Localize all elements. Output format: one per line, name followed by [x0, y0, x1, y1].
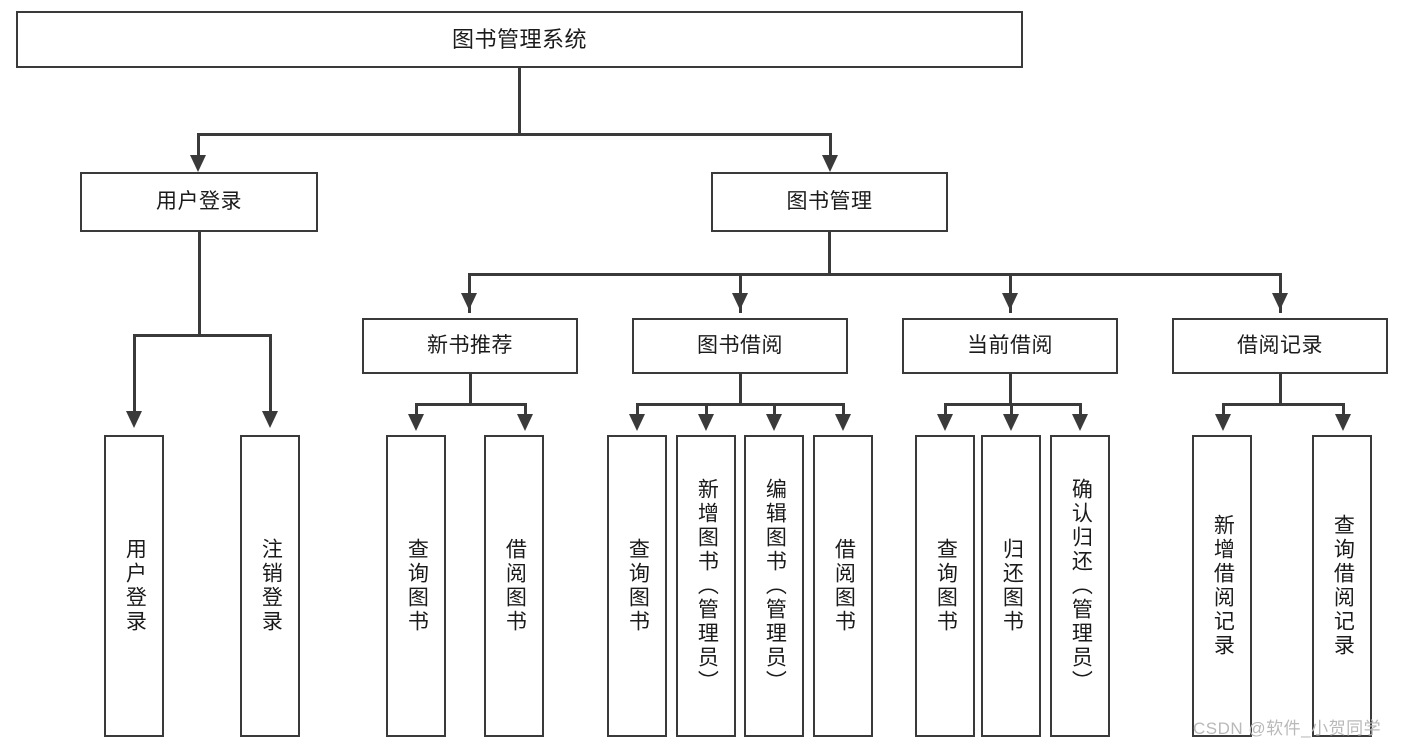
node-label: 新书推荐 — [427, 333, 513, 357]
edge-root-to-user-login — [197, 133, 200, 158]
arrow-bm-to-new-book — [461, 293, 477, 310]
edge-br-bus — [1222, 403, 1344, 406]
node-current-borrow[interactable]: 当前借阅 — [902, 318, 1118, 374]
edge-br-drop-1 — [1222, 403, 1225, 417]
edge-bb-bus — [636, 403, 844, 406]
edge-user-login-stem — [198, 232, 201, 336]
node-label: 图书管理系统 — [451, 26, 587, 52]
node-label: 用户登录 — [156, 189, 242, 213]
edge-root-to-book-management — [829, 133, 832, 158]
node-label: 图书管理 — [786, 189, 873, 213]
edge-cb-stem — [1009, 374, 1012, 405]
arrow-br-leaf-2 — [1335, 414, 1351, 431]
leaf-cb-confirm-return-admin[interactable]: 确认归还（管理员） — [1050, 435, 1110, 737]
node-label: 查询借阅记录 — [1331, 514, 1355, 658]
edge-bb-stem — [739, 374, 742, 405]
arrow-bb-leaf-1 — [629, 414, 645, 431]
arrow-cb-leaf-1 — [937, 414, 953, 431]
edge-nbr-drop-1 — [415, 403, 418, 417]
leaf-bb-borrow-books[interactable]: 借阅图书 — [813, 435, 873, 737]
node-label: 用户登录 — [123, 538, 147, 634]
node-label: 归还图书 — [1000, 538, 1024, 634]
node-label: 确认归还（管理员） — [1069, 478, 1093, 694]
edge-cb-drop-1 — [944, 403, 947, 417]
node-label: 查询图书 — [626, 538, 650, 634]
edge-book-management-bus — [468, 273, 1281, 276]
edge-cb-drop-3 — [1079, 403, 1082, 417]
node-label: 新增借阅记录 — [1211, 514, 1235, 658]
edge-book-management-stem — [828, 232, 831, 275]
edge-user-login-drop-1 — [133, 334, 136, 414]
leaf-br-add-record[interactable]: 新增借阅记录 — [1192, 435, 1252, 737]
node-label: 借阅记录 — [1237, 333, 1323, 357]
arrow-user-login-leaf-2 — [262, 411, 278, 428]
node-label: 当前借阅 — [967, 333, 1053, 357]
arrow-cb-leaf-2 — [1003, 414, 1019, 431]
node-label: 查询图书 — [934, 538, 958, 634]
node-new-book-recommend[interactable]: 新书推荐 — [362, 318, 578, 374]
edge-nbr-bus — [415, 403, 526, 406]
edge-br-drop-2 — [1342, 403, 1345, 417]
edge-br-stem — [1279, 374, 1282, 405]
edge-user-login-drop-2 — [269, 334, 272, 414]
leaf-bb-query-books[interactable]: 查询图书 — [607, 435, 667, 737]
node-label: 新增图书（管理员） — [695, 478, 719, 694]
node-book-borrow[interactable]: 图书借阅 — [632, 318, 848, 374]
node-label: 编辑图书（管理员） — [763, 478, 787, 694]
node-book-management[interactable]: 图书管理 — [711, 172, 948, 232]
arrow-root-to-book-management — [822, 155, 838, 172]
arrow-nbr-leaf-1 — [408, 414, 424, 431]
leaf-bb-edit-book-admin[interactable]: 编辑图书（管理员） — [744, 435, 804, 737]
node-label: 借阅图书 — [503, 538, 527, 634]
arrow-br-leaf-1 — [1215, 414, 1231, 431]
csdn-watermark: CSDN @软件_小贺同学 — [1193, 719, 1382, 738]
node-user-login[interactable]: 用户登录 — [80, 172, 318, 232]
edge-user-login-bus — [133, 334, 271, 337]
leaf-logout[interactable]: 注销登录 — [240, 435, 300, 737]
arrow-bb-leaf-3 — [766, 414, 782, 431]
edge-nbr-drop-2 — [524, 403, 527, 417]
arrow-bm-to-current-borrow — [1002, 293, 1018, 310]
node-book-management-system[interactable]: 图书管理系统 — [16, 11, 1023, 68]
edge-bb-drop-3 — [773, 403, 776, 417]
node-label: 查询图书 — [405, 538, 429, 634]
edge-bb-drop-4 — [842, 403, 845, 417]
arrow-cb-leaf-3 — [1072, 414, 1088, 431]
arrow-nbr-leaf-2 — [517, 414, 533, 431]
node-borrow-record[interactable]: 借阅记录 — [1172, 318, 1388, 374]
leaf-nbr-query-books[interactable]: 查询图书 — [386, 435, 446, 737]
node-label: 图书借阅 — [697, 333, 783, 357]
leaf-cb-return-books[interactable]: 归还图书 — [981, 435, 1041, 737]
arrow-bb-leaf-4 — [835, 414, 851, 431]
leaf-br-query-record[interactable]: 查询借阅记录 — [1312, 435, 1372, 737]
node-label: 注销登录 — [259, 538, 283, 634]
arrow-bm-to-book-borrow — [732, 293, 748, 310]
arrow-bb-leaf-2 — [698, 414, 714, 431]
edge-cb-bus — [944, 403, 1082, 406]
arrow-bm-to-borrow-record — [1272, 293, 1288, 310]
edge-bb-drop-2 — [705, 403, 708, 417]
edge-bb-drop-1 — [636, 403, 639, 417]
leaf-user-login[interactable]: 用户登录 — [104, 435, 164, 737]
leaf-bb-add-book-admin[interactable]: 新增图书（管理员） — [676, 435, 736, 737]
leaf-nbr-borrow-books[interactable]: 借阅图书 — [484, 435, 544, 737]
arrow-user-login-leaf-1 — [126, 411, 142, 428]
node-label: 借阅图书 — [832, 538, 856, 634]
edge-cb-drop-2 — [1010, 403, 1013, 417]
edge-nbr-stem — [469, 374, 472, 405]
edge-root-stem — [518, 68, 521, 134]
leaf-cb-query-books[interactable]: 查询图书 — [915, 435, 975, 737]
arrow-root-to-user-login — [190, 155, 206, 172]
edge-root-bus — [197, 133, 831, 136]
